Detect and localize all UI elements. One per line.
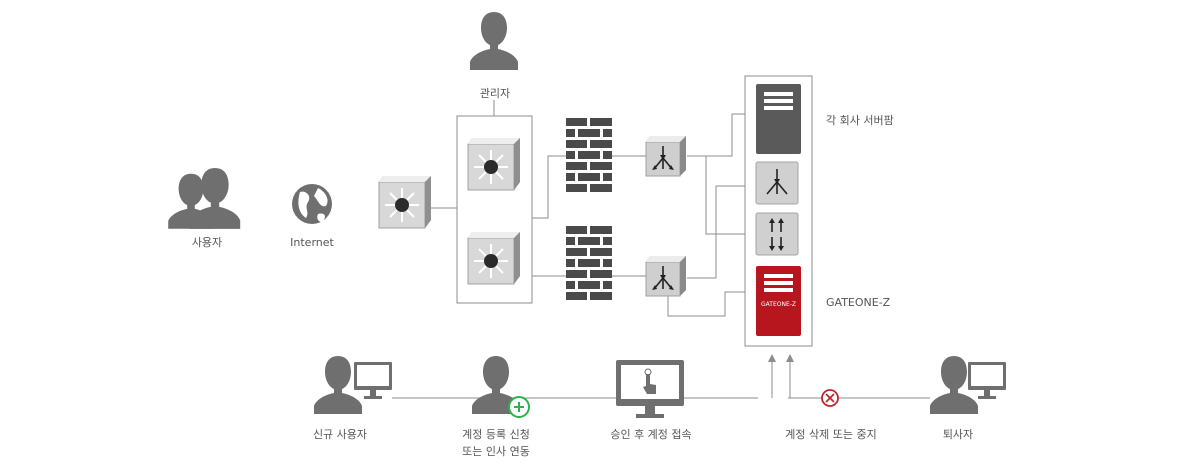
firewall-icon [566, 226, 612, 302]
router-icon [645, 255, 687, 297]
l3-switch-icon [378, 175, 432, 229]
monitor-touch-icon [616, 360, 684, 418]
cancel-icon [821, 389, 839, 407]
switch-cluster [456, 115, 533, 304]
gateone-appliance-icon: GATEONE-Z [756, 266, 801, 336]
workstation-user-icon [314, 356, 392, 414]
l3-switch-icon [467, 137, 521, 191]
l3-switch-icon [467, 231, 521, 285]
approve-group: 승인 후 계정 접속 [610, 360, 692, 441]
gateone-label: GATEONE-Z [826, 296, 891, 309]
internet-label: Internet [290, 236, 334, 249]
users-icon [168, 168, 241, 229]
users-group: 사용자 [168, 168, 241, 249]
retiree-label: 퇴사자 [943, 428, 973, 441]
connection-lines [392, 100, 930, 399]
new-user-label: 신규 사용자 [313, 428, 367, 441]
router-icon [645, 135, 687, 177]
retiree-group: 퇴사자 [930, 356, 1006, 441]
register-label-line1: 계정 등록 신청 [462, 428, 530, 441]
admin-icon [470, 12, 518, 70]
register-label-line2: 또는 인사 연동 [462, 445, 530, 458]
delete-label: 계정 삭제 또는 중지 [785, 428, 876, 441]
server-farm-rack: GATEONE-Z [744, 75, 813, 347]
plus-icon [508, 396, 530, 418]
globe-icon [292, 184, 332, 224]
firewall-icon [566, 118, 612, 194]
new-user-group: 신규 사용자 [313, 356, 392, 441]
admin-group: 관리자 [470, 12, 518, 100]
server-icon [756, 84, 801, 154]
server-farm-label: 각 회사 서버팜 [826, 114, 894, 127]
users-label: 사용자 [192, 236, 222, 249]
admin-label: 관리자 [480, 87, 510, 100]
gateone-badge: GATEONE-Z [761, 301, 796, 308]
sync-icon [755, 212, 799, 256]
internet-group: Internet [290, 184, 335, 249]
load-balancer-icon [755, 161, 799, 205]
delete-group: 계정 삭제 또는 중지 [785, 389, 877, 441]
approve-label: 승인 후 계정 접속 [610, 428, 691, 441]
register-group: 계정 등록 신청 또는 인사 연동 [462, 356, 530, 458]
retiree-icon [930, 356, 1006, 414]
